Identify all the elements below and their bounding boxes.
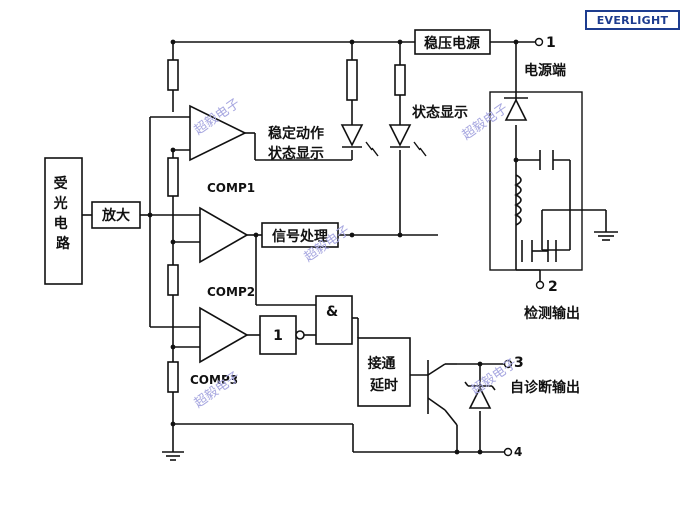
box-ground-icon [594, 231, 618, 241]
resistor-r2 [167, 157, 179, 197]
leds [340, 124, 412, 148]
receiver-box [44, 157, 83, 285]
terminal-2-label: 2 [548, 279, 558, 295]
terminal-4-label: 4 [514, 445, 522, 459]
comparators [189, 104, 249, 364]
not-gate-box [259, 315, 297, 355]
resistor-r1 [167, 59, 179, 91]
comp3-label: COMP3 [190, 373, 238, 387]
on-delay-label: 接通 延时 [368, 355, 401, 394]
stable-indicator-label: 稳定动作 状态显示 [268, 125, 329, 162]
capacitor-icon [539, 150, 554, 170]
terminal-3-label: 3 [514, 355, 524, 371]
detect-output-label: 检测输出 [524, 305, 580, 322]
everlight-logo: EVERLIGHT [585, 10, 680, 30]
and-gate-box [315, 295, 353, 345]
ground-icon [162, 451, 184, 461]
terminal-1-label: 1 [546, 35, 556, 51]
terminal-3 [503, 359, 513, 369]
comp3-triangle [199, 306, 249, 364]
output-switch-icon [521, 240, 557, 262]
resistor-r4 [167, 361, 179, 393]
resistor-ladder [167, 59, 179, 393]
signal-processing-box [261, 222, 339, 248]
not-gate-label: 1 [273, 328, 283, 344]
terminals [503, 37, 545, 457]
stable-led-icon [340, 124, 364, 147]
regulator-box [414, 29, 491, 55]
and-gate-label: & [326, 304, 338, 320]
power-terminal-label: 电源端 [524, 62, 566, 79]
amplifier-box [91, 201, 141, 229]
comp1-triangle [189, 104, 247, 162]
comp2-label: COMP2 [207, 285, 255, 299]
receiver-label: 受 光 电 路 [53, 175, 73, 252]
resistor-status-led [394, 64, 406, 96]
amplifier-label: 放大 [101, 207, 130, 224]
terminal-4 [503, 447, 513, 457]
on-delay-box [357, 337, 411, 407]
resistor-r3 [167, 264, 179, 296]
coil-icon [514, 174, 522, 226]
wires [82, 41, 607, 453]
terminal-2 [535, 280, 545, 290]
led-light-rays [365, 141, 427, 157]
output-transistor-icon [427, 360, 446, 414]
terminal-1 [534, 37, 544, 47]
comp2-triangle [199, 206, 249, 264]
zener-diode-icon [464, 381, 496, 409]
led-resistors [346, 59, 406, 101]
logo-text: EVERLIGHT [596, 13, 669, 27]
not-gate-bubble [295, 330, 305, 340]
status-led-icon [388, 124, 412, 147]
signal-processing-label: 信号处理 [272, 228, 328, 245]
regulator-label: 稳压电源 [424, 35, 480, 52]
resistor-stable-led [346, 59, 358, 101]
box-diode-icon [504, 97, 528, 121]
status-indicator-label: 状态显示 [412, 104, 468, 121]
junction-dots [147, 39, 519, 455]
self-diag-output-label: 自诊断输出 [510, 379, 580, 396]
comp1-label: COMP1 [207, 181, 255, 195]
detect-output-box [489, 91, 583, 271]
